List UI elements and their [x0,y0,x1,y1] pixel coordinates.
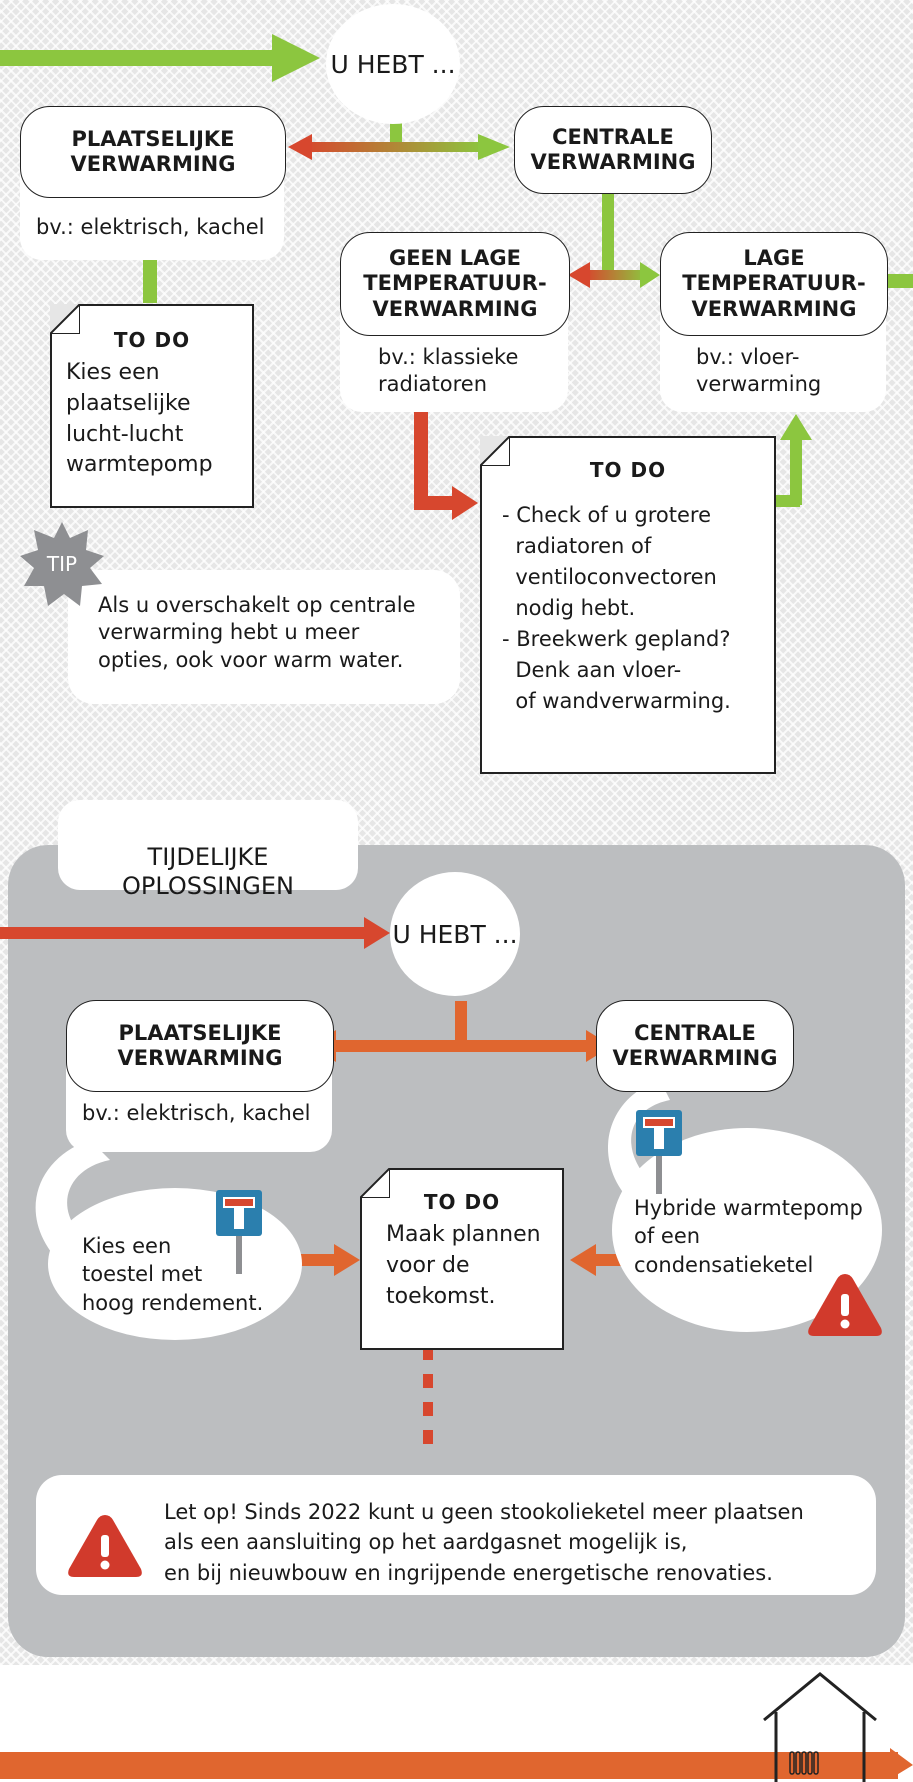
bubble-left-text: Kies een toestel met hoog rendement. [82,1234,264,1315]
bottom-bar-head [890,1748,913,1779]
plaatselijk-title-1: PLAATSELIJKE VERWARMING [70,126,236,176]
entry-arrow-green-head [272,34,320,82]
lage-example: bv.: vloer- verwarming [696,345,822,397]
entry-arrow-green-shaft [0,50,278,66]
page-fold-icon [50,304,80,334]
centrale-verwarming-box-2: CENTRALE VERWARMING [596,1000,794,1092]
centraal-title-1: CENTRALE VERWARMING [530,124,696,174]
todo-card-2: TO DO - Check of u grotere radiatoren of… [480,436,776,774]
section-title-box: TIJDELIJKE OPLOSSINGEN [58,800,358,900]
split-geen-lage [586,270,646,280]
red-path-horizontal [414,496,454,510]
plaatselijk-example-2: bv.: elektrisch, kachel [82,1101,311,1125]
arrow-left-bubble-todo-shaft [300,1254,340,1266]
stem-plaatselijk-todo [143,258,157,303]
todo-card-3: TO DO Maak plannen voor de toekomst. [360,1168,564,1350]
geen-lage-example: bv.: klassieke radiatoren [378,345,519,397]
tip-text: Als u overschakelt op centrale verwarmin… [98,593,416,672]
todo-text-1: Kies een plaatselijke lucht-lucht warmte… [66,360,213,478]
todo-title-2: TO DO [589,458,667,482]
todo-card-1: TO DO Kies een plaatselijke lucht-lucht … [50,304,254,508]
plaatselijk-verwarming-box-2: PLAATSELIJKE VERWARMING [66,1000,334,1092]
warning-text: Let op! Sinds 2022 kunt u geen stookolie… [164,1500,804,1585]
geen-lage-temperatuur-box: GEEN LAGE TEMPERATUUR- VERWARMING [340,232,570,336]
tip-label: TIP [46,552,78,576]
geen-lage-title: GEEN LAGE TEMPERATUUR- VERWARMING [363,246,547,321]
arrow-plaatselijk-centraal [304,142,484,152]
warning-box: Let op! Sinds 2022 kunt u geen stookolie… [36,1475,876,1595]
stem-top-circle [390,118,402,148]
stem-second-circle [455,1001,467,1041]
arrow-left-bubble-todo-head [334,1244,360,1276]
arrow-second-split [330,1040,592,1052]
circle-u-hebt-1: U HEBT ... [326,4,460,124]
arrow-right-bubble-todo-head [570,1244,596,1276]
tip-burst-icon [20,522,104,606]
todo-text-3: Maak plannen voor de toekomst. [386,1222,541,1309]
arrow-head-geen-lage [568,262,590,288]
todo-text-2: - Check of u grotere radiatoren of venti… [502,503,731,714]
u-hebt-label-2: U HEBT ... [392,919,518,949]
lage-temperatuur-box: LAGE TEMPERATUUR- VERWARMING [660,232,888,336]
speech-bubble-right: Hybride warmtepomp of een condensatieket… [612,1128,882,1332]
red-path-vertical [414,412,428,508]
section-title: TIJDELIJKE OPLOSSINGEN [122,842,294,900]
arrow-head-lage [640,262,660,288]
tip-card: Als u overschakelt op centrale verwarmin… [68,570,460,704]
page-fold-icon [360,1168,390,1198]
dead-end-sign-icon [216,1190,262,1274]
arrow-head-right-green [478,134,510,160]
arrow-head-left-red [288,134,312,160]
u-hebt-label-1: U HEBT ... [330,49,456,79]
speech-bubble-left: Kies een toestel met hoog rendement. [48,1188,302,1340]
entry-arrow-red-shaft [0,927,370,939]
house-radiator-icon [763,1672,877,1782]
dead-end-sign-icon [636,1110,682,1194]
plaatselijk-example-1: bv.: elektrisch, kachel [36,215,265,239]
exit-right-green [882,274,913,288]
entry-arrow-red-head [364,917,390,949]
circle-u-hebt-2: U HEBT ... [390,872,520,996]
centraal-title-2: CENTRALE VERWARMING [612,1020,778,1070]
warning-triangle-icon [68,1515,142,1577]
warning-triangle-icon [808,1274,882,1336]
centrale-verwarming-box-1: CENTRALE VERWARMING [514,106,712,194]
green-path-vertical [790,435,802,505]
bubble-right-text: Hybride warmtepomp of een condensatieket… [634,1196,863,1277]
bubble-tail-right [607,1080,670,1210]
todo-title-3: TO DO [423,1190,501,1214]
plaatselijk-verwarming-box-1: PLAATSELIJKE VERWARMING [20,106,286,198]
green-path-head [780,414,812,440]
page-fold-icon [480,436,510,466]
plaatselijk-title-2: PLAATSELIJKE VERWARMING [117,1020,283,1070]
red-path-head [452,486,478,520]
todo-title-1: TO DO [113,328,191,352]
bottom-orange-bar [0,1752,898,1779]
stem-centraal [602,192,614,277]
lage-title: LAGE TEMPERATUUR- VERWARMING [682,246,866,321]
